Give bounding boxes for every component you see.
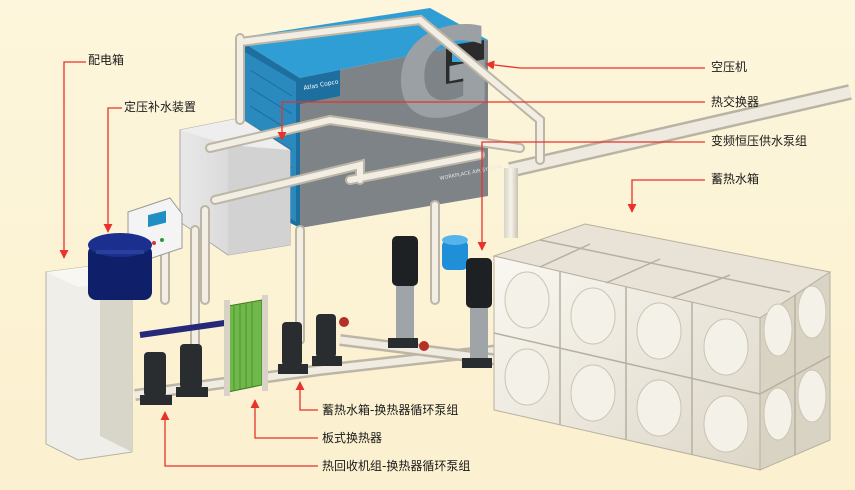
arrow-storage-tank bbox=[627, 179, 705, 213]
exhaust-pipe bbox=[504, 84, 852, 238]
expansion-tank bbox=[442, 235, 468, 270]
callout-arrows bbox=[59, 60, 705, 467]
storage-tank bbox=[492, 223, 832, 471]
arrow-tank-exchanger-pump bbox=[295, 381, 318, 411]
label-recovery-pump: 热回收机组-换热器循环泵组 bbox=[322, 459, 471, 473]
label-air-compressor: 空压机 bbox=[711, 60, 748, 74]
label-storage-tank: 蓄热水箱 bbox=[711, 172, 760, 186]
label-tank-exchanger-pump: 蓄热水箱-换热器循环泵组 bbox=[322, 403, 459, 417]
arrow-pressure-device bbox=[103, 107, 122, 233]
arrow-power-box bbox=[59, 61, 86, 259]
power-cabinet bbox=[45, 264, 133, 461]
label-power-box: 配电箱 bbox=[88, 53, 125, 67]
label-vf-pump-group: 变频恒压供水泵组 bbox=[711, 134, 808, 148]
circulation-pumps bbox=[140, 314, 342, 405]
pressure-vessel bbox=[88, 233, 152, 300]
label-pressure-device: 定压补水装置 bbox=[124, 100, 197, 114]
arrow-heat-exchanger bbox=[277, 101, 705, 141]
plate-heat-exchanger bbox=[224, 295, 268, 396]
arrow-recovery-pump bbox=[160, 411, 318, 467]
label-heat-exchanger: 热交换器 bbox=[711, 95, 760, 109]
arrow-vf-pump-group bbox=[477, 141, 705, 251]
arrow-air-compressor bbox=[485, 60, 705, 70]
vf-pumps bbox=[339, 236, 492, 368]
arrow-plate-exchanger bbox=[250, 399, 318, 439]
label-plate-exchanger: 板式换热器 bbox=[322, 431, 383, 445]
